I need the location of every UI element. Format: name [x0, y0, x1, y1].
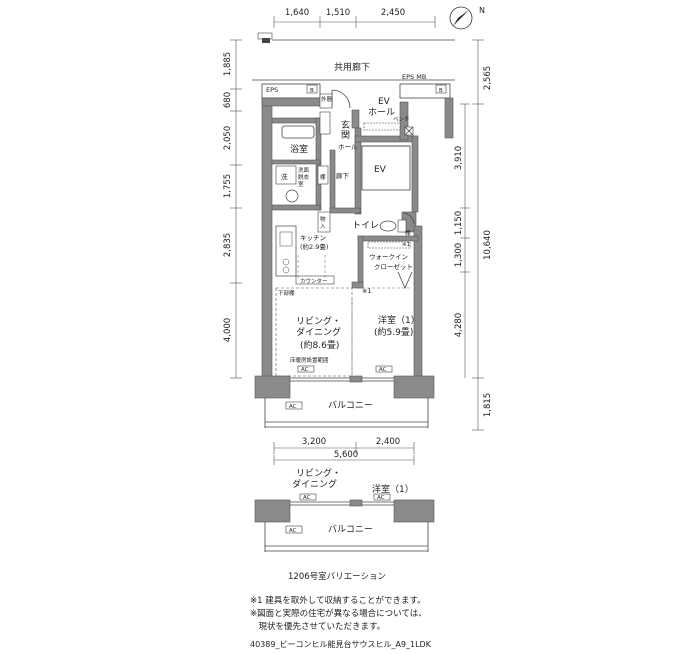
footer-label: 40389_ビーコンヒル能見台サウスヒル_A9_1LDK [250, 640, 431, 649]
eps-left-label: EPS [266, 86, 278, 94]
dim-top-1: 1,640 [285, 8, 309, 18]
variation-plan: リビング・ダイニング 洋室（1） AC AC AC バルコニー [254, 467, 435, 552]
counter-label: カウンター [300, 277, 328, 285]
bath-label: 浴室 [290, 143, 308, 155]
dim-top-2: 1,510 [326, 8, 350, 18]
variation-caption: 1206号室バリエーション [288, 572, 386, 582]
kitchen: キッチン (約2.9畳) カウンター [275, 225, 335, 285]
floor-heating-label: 床暖房設置範囲 [290, 356, 329, 364]
walkin-closet: ※1 ウォークインクローゼット [367, 241, 413, 289]
western-room: 洋室（1） (約5.9畳) AC [362, 287, 420, 373]
eps-mb: EPS MB B [399, 73, 451, 99]
ev-shaft: EV [361, 145, 411, 191]
storage-toilet: 物入 トイレ 棚 [317, 211, 415, 237]
washroom-label: 洗面脱衣室 [298, 166, 310, 188]
ac-balcony: AC [289, 404, 297, 410]
dim-left-4: 1,755 [223, 174, 233, 198]
kitchen-label: キッチン [300, 234, 326, 242]
windows [290, 377, 394, 382]
variation-ac-living: AC [303, 495, 311, 501]
dim-right-inner-1: 3,910 [454, 146, 464, 170]
balcony: AC バルコニー [264, 398, 429, 428]
variation-ac-balcony: AC [289, 528, 297, 534]
dim-right-inner-4: 4,280 [454, 313, 464, 337]
dim-bottom-1: 3,200 [302, 437, 326, 447]
dim-left-6: 4,000 [223, 318, 233, 342]
kitchen-size: (約2.9畳) [300, 242, 328, 251]
western-label: 洋室（1） [378, 314, 420, 326]
common-corridor: 共用廊下 [252, 32, 455, 81]
box-b-right: B [439, 88, 443, 94]
dim-left-2: 680 [223, 92, 233, 108]
dim-right-inner-3: 1,300 [454, 243, 464, 267]
shelf2-label: 棚 [405, 229, 411, 237]
dim-right-outer-2: 10,640 [483, 230, 493, 260]
note-mark: ※1 [362, 287, 372, 295]
eps-left: EPS B [261, 83, 321, 99]
right-dimensions: 2,565 10,640 1,815 3,910 1,150 1,300 4,2… [454, 39, 493, 431]
living: 下部棚 ※1 リビング・ダイニング (約8.6畳) 床暖房設置範囲 AC [275, 287, 372, 377]
ac-living: AC [301, 367, 309, 373]
outdoor-unit-label: 外器 [321, 95, 333, 103]
note-mark-closet: ※1 [402, 242, 410, 248]
ev-hall-line1: EV [378, 97, 391, 107]
variation-ac-western: AC [377, 495, 385, 501]
eps-mb-label: EPS MB [402, 73, 426, 81]
dim-left-5: 2,835 [223, 233, 233, 257]
dim-bottom-2: 2,400 [376, 437, 400, 447]
genkan-label: 玄関 [341, 119, 350, 141]
ev-hall-label: EV ホール [368, 97, 395, 118]
western-size: (約5.9畳) [374, 326, 413, 338]
walkin-label: ウォークインクローゼット [369, 253, 413, 271]
bath: 浴室 [281, 125, 315, 155]
variation-living-label: リビング・ダイニング [292, 467, 341, 490]
note-line-1: ※1 建具を取外して収納することができます。 [250, 596, 426, 606]
dim-left-3: 2,050 [223, 126, 233, 150]
left-dimensions: 1,885 680 2,050 1,755 2,835 4,000 [223, 39, 242, 379]
note-line-3: 現状を優先させていただきます。 [250, 622, 386, 632]
entrance-area: 外器 EV ホール ベンチ 玄関 ホール [319, 89, 414, 151]
north-label: N [479, 6, 485, 15]
walls [254, 97, 454, 399]
shelf-label: 棚 [320, 173, 326, 181]
hall-label: ホール [338, 143, 358, 151]
storage-label: 物入 [320, 215, 326, 230]
living-size: (約8.6畳) [300, 339, 339, 351]
dim-right-inner-2: 1,150 [454, 211, 464, 235]
living-label: リビング・ダイニング [296, 315, 341, 338]
ev-hall-line2: ホール [368, 107, 395, 118]
bench-label: ベンチ [393, 116, 410, 123]
toilet-label: トイレ [352, 221, 379, 231]
dim-left-1: 1,885 [223, 52, 233, 76]
wash-label: 洗 [281, 172, 288, 181]
bottom-dimensions: 3,200 2,400 5,600 [273, 437, 415, 465]
ac-western: AC [379, 367, 387, 373]
corridor-label: 共用廊下 [334, 61, 370, 73]
variation-western-label: 洋室（1） [372, 483, 414, 495]
dim-top-3: 2,450 [381, 8, 405, 18]
variation-balcony-label: バルコニー [328, 524, 373, 535]
corridor-inner-label: 廊下 [336, 171, 350, 180]
dim-right-outer-1: 2,565 [483, 66, 493, 90]
north-arrow-icon: N [449, 6, 485, 30]
ev-label: EV [374, 165, 387, 175]
balcony-label: バルコニー [328, 400, 373, 411]
dim-bottom-3: 5,600 [334, 450, 358, 460]
washroom: 洗 洗面脱衣室 棚 廊下 [275, 165, 350, 203]
note-line-2: ※図面と実際の住宅が異なる場合については、 [250, 609, 427, 619]
lower-cabinet-label: 下部棚 [278, 289, 295, 297]
top-dimensions: 1,640 1,510 2,450 [273, 8, 436, 28]
dim-right-outer-3: 1,815 [483, 393, 493, 417]
box-b-left: B [310, 88, 314, 94]
